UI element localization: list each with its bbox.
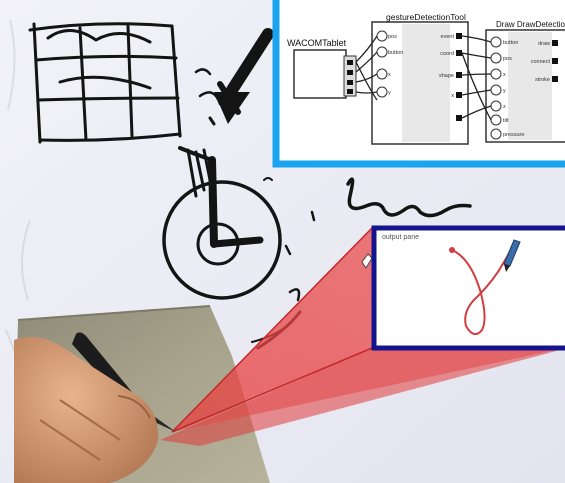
outlet-port[interactable]: [347, 80, 353, 85]
outlet-port[interactable]: [456, 72, 462, 78]
tablet-object[interactable]: [294, 50, 346, 98]
inlet-port[interactable]: [491, 101, 501, 111]
svg-text:button: button: [388, 50, 403, 56]
outlet-port[interactable]: [456, 92, 462, 98]
outlet-port[interactable]: [456, 115, 462, 121]
preview-window: output pane: [374, 228, 565, 348]
svg-text:pos: pos: [388, 34, 397, 40]
inlet-port[interactable]: [377, 69, 387, 79]
inlet-port[interactable]: [377, 31, 387, 41]
outlet-port[interactable]: [456, 50, 462, 56]
tablet-object-label: WACOMTablet: [287, 38, 347, 48]
inlet-port[interactable]: [491, 115, 501, 125]
svg-text:y: y: [503, 88, 506, 94]
svg-text:y: y: [388, 90, 391, 96]
svg-text:stroke: stroke: [535, 77, 550, 83]
inlet-port[interactable]: [377, 87, 387, 97]
svg-text:event: event: [441, 34, 455, 40]
outlet-port[interactable]: [552, 40, 558, 46]
gesture-object-label: gestureDetectionTool: [386, 12, 466, 22]
draw-object-label: Draw DrawDetectionTool: [496, 20, 565, 29]
inlet-port[interactable]: [491, 85, 501, 95]
svg-text:z: z: [503, 104, 506, 110]
outlet-port[interactable]: [456, 33, 462, 39]
outlet-port[interactable]: [552, 58, 558, 64]
inlet-port[interactable]: [491, 69, 501, 79]
svg-text:x: x: [388, 72, 391, 78]
svg-text:draw: draw: [538, 41, 550, 47]
draw-object-body: [508, 32, 552, 140]
svg-text:button: button: [503, 40, 518, 46]
inlet-port[interactable]: [491, 37, 501, 47]
svg-text:x: x: [451, 93, 454, 99]
outlet-port[interactable]: [347, 89, 353, 94]
svg-text:connect: connect: [531, 59, 551, 65]
inlet-port[interactable]: [491, 53, 501, 63]
svg-text:x: x: [503, 72, 506, 78]
svg-text:shape: shape: [439, 73, 454, 79]
inlet-port[interactable]: [377, 47, 387, 57]
preview-title: output pane: [382, 234, 419, 241]
patcher-window: WACOMTablet gestureDetectionTool Draw Dr…: [276, 0, 565, 164]
outlet-port[interactable]: [347, 70, 353, 75]
svg-text:pressure: pressure: [503, 132, 524, 138]
inlet-port[interactable]: [491, 129, 501, 139]
outlet-port[interactable]: [347, 60, 353, 65]
curve-start-dot: [449, 247, 455, 253]
svg-text:coord: coord: [440, 51, 454, 57]
gesture-object-body: [402, 24, 450, 142]
svg-text:pos: pos: [503, 56, 512, 62]
svg-text:tilt: tilt: [503, 118, 509, 124]
outlet-port[interactable]: [552, 76, 558, 82]
